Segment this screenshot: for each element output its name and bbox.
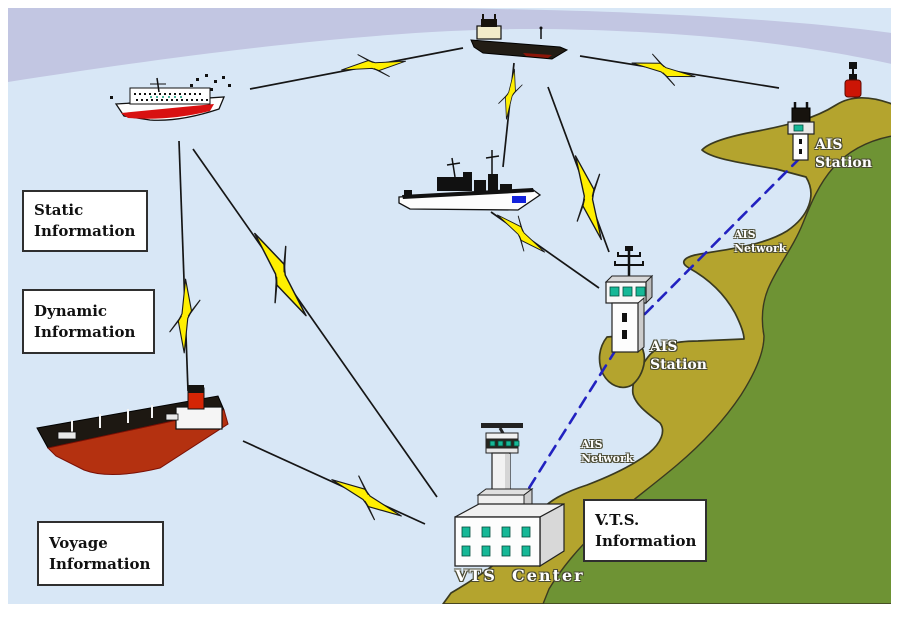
ais-network-upper-label-line1: AIS — [734, 228, 756, 241]
voyage-information-box: Voyage Information — [37, 521, 164, 586]
vts-information-line2: Information — [595, 531, 697, 550]
ais-network-lower-label-line2: Network — [581, 451, 634, 465]
ais-station-middle-label: AIS Station — [650, 338, 707, 374]
frame-top — [0, 0, 900, 8]
radio-link-cargo-ship-to-navy-ship — [498, 62, 523, 168]
voyage-information-line2: Information — [49, 554, 151, 573]
ais-station-upper-label-line1: AIS — [815, 137, 843, 153]
radio-link-cargo-ship-to-ais-station-upper — [579, 53, 780, 89]
lightning-flash-icon — [574, 155, 603, 241]
lightning-flash-icon — [631, 53, 696, 86]
static-information-line2: Information — [34, 222, 136, 240]
ais-network-upper-label: AIS Network — [734, 228, 786, 256]
radio-link-navy-ship-to-ais-station-middle — [490, 211, 600, 289]
dynamic-information-box: Dynamic Information — [22, 289, 155, 354]
ais-network-upper-label-line2: Network — [734, 241, 787, 255]
lightning-flash-icon — [331, 475, 402, 521]
ais-station-middle-icon — [604, 246, 654, 354]
ais-network-dashed-line — [522, 156, 802, 498]
ais-network-lower-label: AIS Network — [581, 438, 633, 466]
ais-network-lower-label-line1: AIS — [581, 438, 603, 451]
dynamic-information-line1: Dynamic — [34, 301, 108, 320]
radio-link-passenger-ship-to-tanker-ship — [169, 140, 201, 392]
dynamic-information-line2: Information — [34, 322, 136, 341]
radio-link-passenger-ship-to-vts-center — [192, 148, 438, 498]
static-information-box: Static Information — [22, 190, 148, 252]
lightning-flash-icon — [254, 232, 307, 317]
frame-bottom — [0, 604, 900, 618]
lightning-flash-icon — [341, 54, 407, 77]
vts-information-line1: V.T.S. — [595, 510, 640, 529]
lightning-flash-icon — [169, 278, 201, 354]
vts-information-box: V.T.S. Information — [583, 499, 707, 562]
frame-right — [891, 0, 900, 618]
ais-station-middle-label-line2: Station — [650, 357, 707, 374]
navy-ship-icon — [398, 150, 542, 211]
voyage-information-line1: Voyage — [49, 533, 108, 552]
radio-link-tanker-ship-to-vts-center — [242, 440, 426, 525]
radio-links-layer — [169, 47, 780, 525]
ais-station-upper-label-line2: Station — [815, 155, 872, 172]
lightning-flash-icon — [498, 68, 523, 120]
lightning-flash-icon — [497, 214, 546, 253]
frame-left — [0, 0, 8, 618]
ais-station-upper-icon — [787, 102, 815, 161]
passenger-ship-icon — [110, 74, 231, 121]
tanker-ship-icon — [36, 385, 229, 476]
radio-link-passenger-ship-to-cargo-ship — [249, 47, 464, 90]
sky-band — [8, 7, 892, 82]
ais-station-middle-label-line1: AIS — [650, 339, 678, 355]
buoy-icon — [844, 62, 862, 98]
vts-center-icon — [454, 423, 565, 568]
static-information-line1: Static — [34, 201, 84, 219]
vts-center-label: VTS Center — [455, 566, 585, 585]
ais-station-upper-label: AIS Station — [815, 136, 872, 172]
cargo-ship-icon — [470, 14, 569, 60]
radio-link-cargo-ship-to-ais-station-middle — [547, 86, 610, 253]
